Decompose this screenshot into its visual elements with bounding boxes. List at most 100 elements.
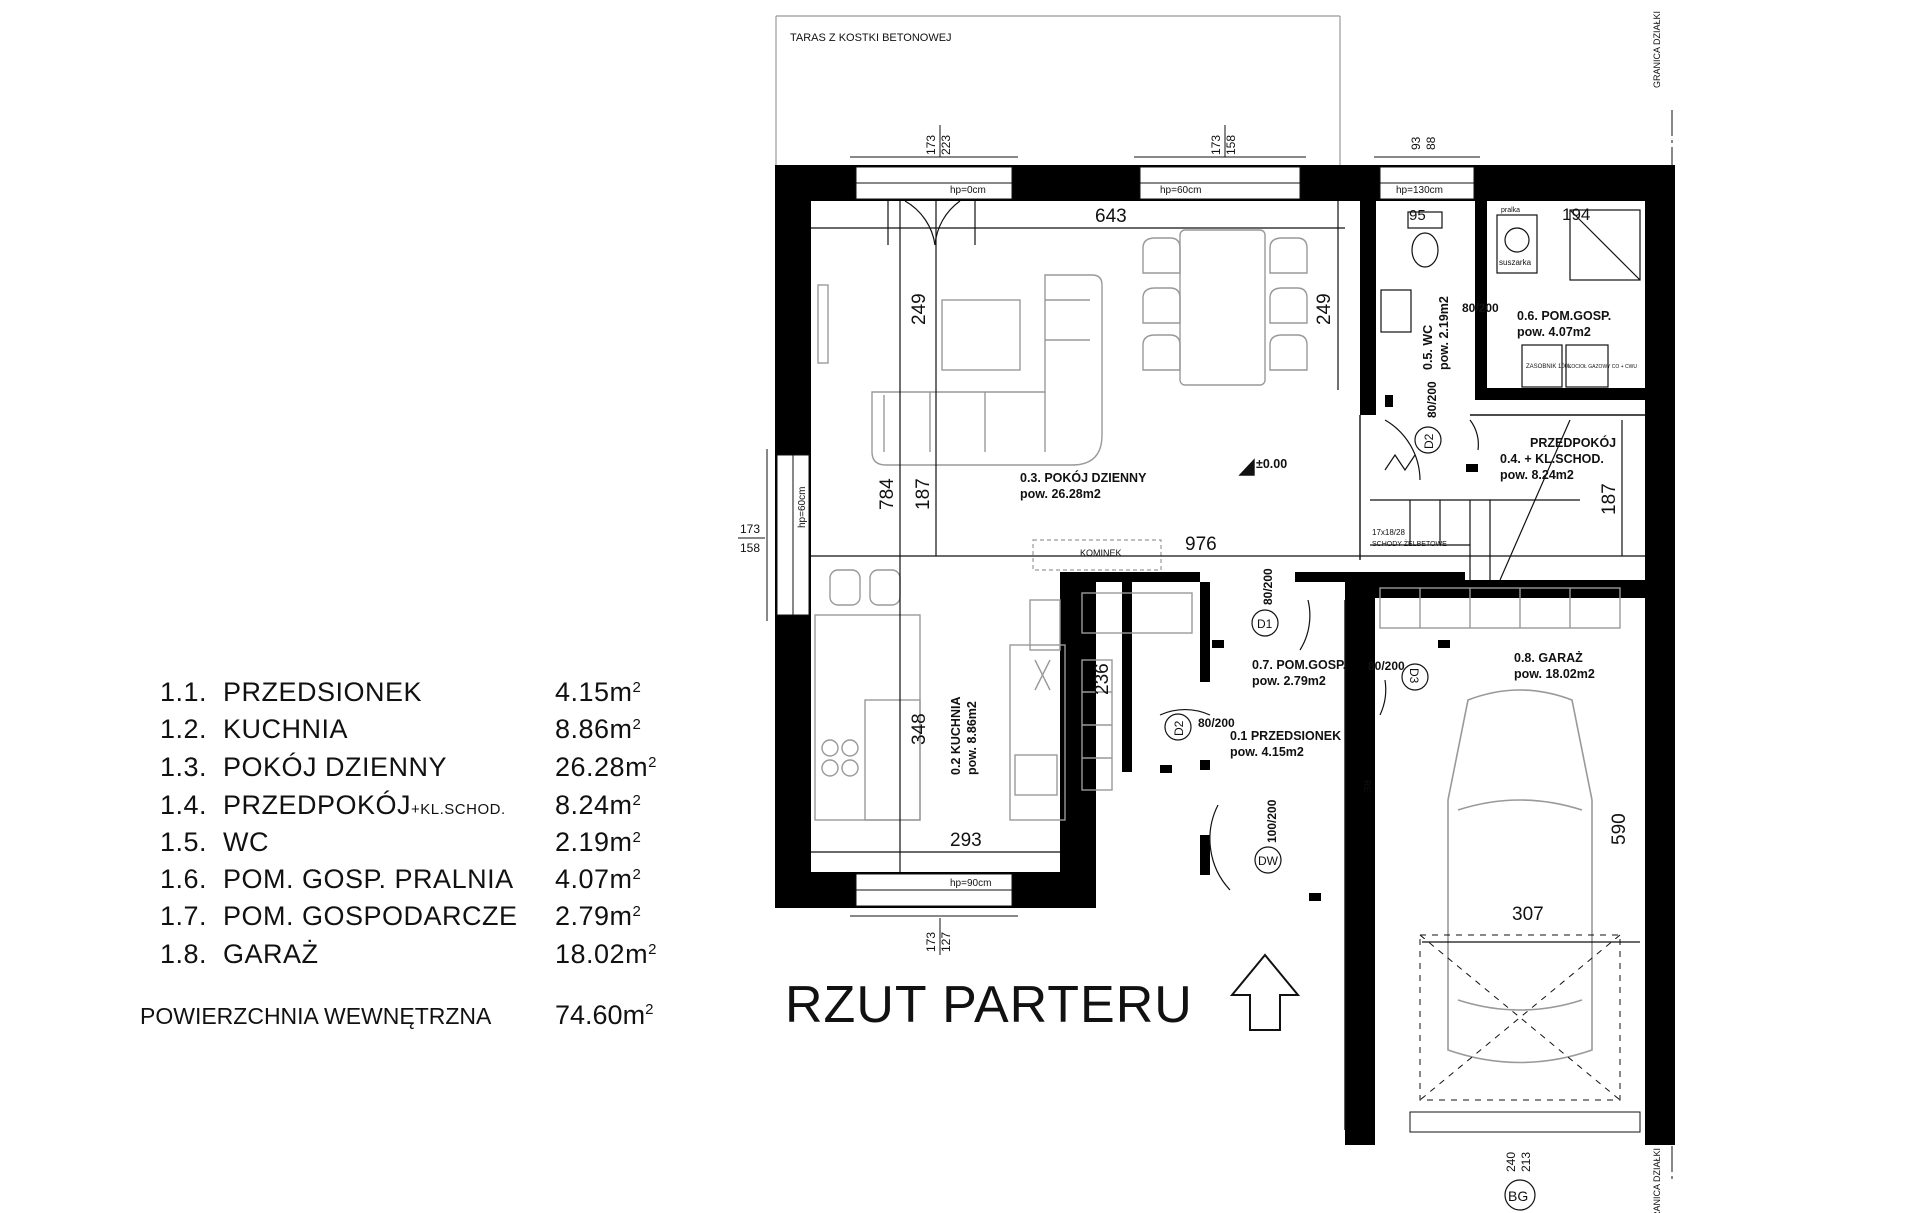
total-area: POWIERZCHNIA WEWNĘTRZNA 74.60m2 [140,1000,653,1030]
legend-unit-sup: 2 [632,829,642,846]
legend-number: 1.8. [160,939,208,969]
stairs [1370,419,1580,581]
stairs-label: SCHODY ŻELBETOWE [1372,539,1447,548]
svg-text:213: 213 [1519,1152,1533,1172]
svg-text:pow. 4.07m2: pow. 4.07m2 [1517,325,1591,339]
dimension-lines [811,201,1645,943]
level-marker [1238,458,1255,476]
door-dw: DW [1258,854,1279,868]
svg-text:hp=90cm: hp=90cm [950,878,991,889]
dim-249-a: 249 [909,293,930,325]
svg-text:hp=60cm: hp=60cm [1160,185,1201,196]
legend-room-name: PRZEDSIONEK [223,677,423,707]
door-bg: BG [1508,1188,1528,1204]
dining-table [1142,229,1308,386]
svg-text:0.7. POM.GOSP.: 0.7. POM.GOSP. [1252,658,1346,672]
terrace-label: TARAS Z KOSTKI BETONOWEJ [790,32,952,44]
room-labels: 0.3. POKÓJ DZIENNY pow. 26.28m2 0.2 KUCH… [949,296,1616,775]
legend-unit-sup: 2 [632,903,642,920]
svg-text:88: 88 [1424,136,1438,150]
legend-room-name: WC [223,827,269,857]
svg-text:pow. 2.19m2: pow. 2.19m2 [1437,296,1451,370]
door-size-d1: 80/200 [1261,568,1275,605]
legend-room-area: 8.86m2 [555,714,642,744]
legend-number: 1.3. [160,752,208,782]
svg-text:pow. 8.86m2: pow. 8.86m2 [965,701,979,775]
legend-room-area: 2.79m2 [555,901,642,931]
svg-text:pow. 18.02m2: pow. 18.02m2 [1514,667,1595,681]
svg-text:0.5. WC: 0.5. WC [1421,325,1435,370]
door-d3: D3 [1407,668,1421,684]
svg-text:0.3. POKÓJ DZIENNY: 0.3. POKÓJ DZIENNY [1020,470,1147,485]
legend-room-area: 8.24m2 [555,790,642,820]
svg-text:158: 158 [740,541,760,555]
legend-row: 1.2. KUCHNIA 8.86m2 [140,712,660,746]
svg-text:hp=0cm: hp=0cm [950,185,986,196]
svg-text:pow. 2.79m2: pow. 2.79m2 [1252,674,1326,688]
tv [817,284,829,364]
legend-unit-sup: 2 [632,866,642,883]
svg-text:173: 173 [924,135,938,155]
dim-95: 95 [1409,207,1426,224]
total-label: POWIERZCHNIA WEWNĘTRZNA [140,1003,492,1029]
legend-room-name: POM. GOSPODARCZE [223,901,518,931]
legend-number: 1.7. [160,901,208,931]
door-d2-a: D2 [1172,720,1186,736]
legend-room-area: 26.28m2 [555,752,657,782]
door-size-wc: 80/200 [1462,301,1499,315]
partition-lines [1344,414,1645,1130]
legend-number: 1.2. [160,714,208,744]
dim-784: 784 [877,478,898,510]
legend-row: 1.7. POM. GOSPODARCZE 2.79m2 [140,899,660,933]
legend-room-area: 18.02m2 [555,939,657,969]
legend-room-name: POKÓJ DZIENNY [223,752,448,782]
legend-row: 1.8. GARAŻ 18.02m2 [140,937,660,971]
legend-room-suffix: +KL.SCHOD. [411,801,506,818]
wc-fixtures [1380,211,1443,333]
boundary-label-bottom: GRANICA DZIAŁKI [1652,1148,1662,1213]
interior-walls [1060,165,1647,875]
door-leaves [1160,395,1478,901]
plan-title: RZUT PARTERU [785,976,1193,1034]
legend-unit-sup: 2 [648,754,657,771]
level-mark: ±0.00 [1256,457,1287,471]
legend-room-name: GARAŻ [223,939,319,969]
window-sills [766,156,1480,917]
re-label: RE [1362,780,1372,793]
pralka-label: pralka [1501,207,1520,214]
legend-room-area: 2.19m2 [555,827,642,857]
dim-187-a: 187 [913,478,934,510]
dim-236: 236 [1092,663,1113,695]
legend-unit-sup: 2 [632,716,642,733]
door-d2-b: D2 [1422,433,1436,449]
svg-text:0.2 KUCHNIA: 0.2 KUCHNIA [949,697,963,776]
dim-249-b: 249 [1314,293,1335,325]
svg-text:0.8. GARAŻ: 0.8. GARAŻ [1514,650,1583,665]
sofa [871,274,1103,466]
svg-text:223: 223 [939,135,953,155]
door-size-d2: 80/200 [1198,716,1235,730]
legend-number: 1.5. [160,827,208,857]
door-size-hall: 80/200 [1425,381,1439,418]
dim-590: 590 [1609,813,1630,845]
door-d1: D1 [1257,617,1273,631]
legend-unit-sup: 2 [632,679,642,696]
zasobnik-label: ZASOBNIK 100L [1526,364,1572,370]
utility-fixtures [1496,209,1641,388]
legend-room-name: KUCHNIA [223,714,349,744]
svg-text:0.1 PRZEDSIONEK: 0.1 PRZEDSIONEK [1230,729,1341,743]
svg-text:173: 173 [1209,135,1223,155]
fireplace [1032,539,1162,571]
dim-293: 293 [950,830,982,851]
total-unit-sup: 2 [645,1001,654,1018]
stairs-spec: 17x18/28 [1372,528,1405,537]
dim-976: 976 [1185,534,1217,555]
legend-room-area: 4.15m2 [555,677,642,707]
boundary-label-top: GRANICA DZIAŁKI [1652,11,1662,88]
dim-194: 194 [1562,205,1590,224]
door-size-dw: 100/200 [1265,799,1279,843]
kitchen-units [814,599,1066,821]
dim-187-b: 187 [1599,483,1620,515]
